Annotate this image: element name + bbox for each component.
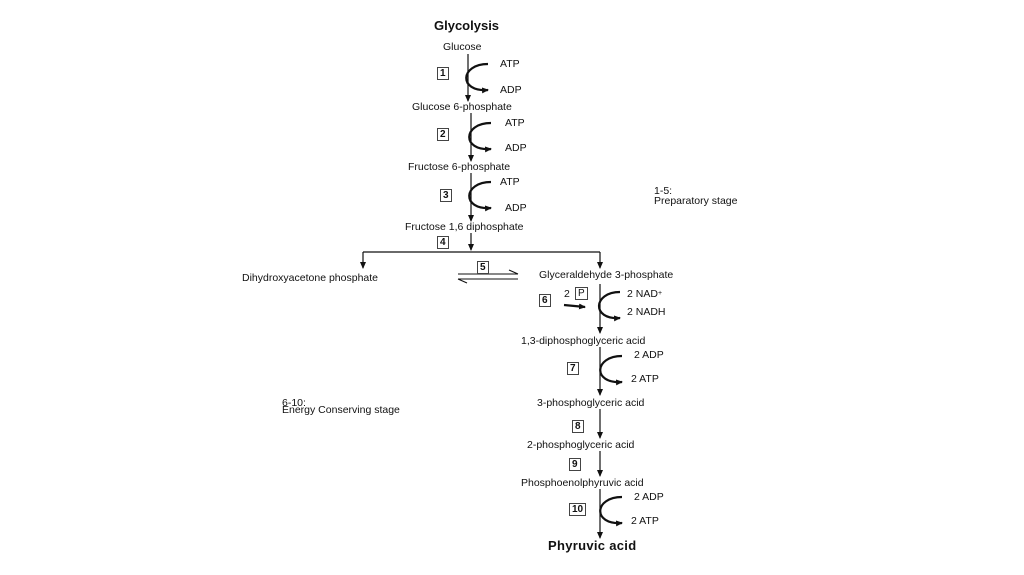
- metabolite-fructose-6-phosphate: Fructose 6-phosphate: [408, 161, 511, 173]
- step-label-5: 5: [477, 261, 489, 274]
- metabolite-dihydroxyacetone-phosphate: Dihydroxyacetone phosphate: [242, 272, 379, 284]
- cofactor-nad-step-6: 2 NAD+: [627, 288, 662, 300]
- cofactor-adp-step-10: 2 ADP: [634, 491, 664, 503]
- stage-preparatory-range: 1-5:: [654, 185, 673, 197]
- cofactor-adp-step-1: ADP: [500, 84, 522, 96]
- cofactor-curve-3: [468, 180, 492, 212]
- step-label-10: 10: [569, 503, 587, 516]
- cofactor-adp-step-7: 2 ADP: [634, 349, 664, 361]
- cofactor-atp-step-3: ATP: [500, 176, 520, 188]
- cofactor-curve-10: [599, 495, 623, 527]
- metabolite-glucose-6-phosphate: Glucose 6-phosphate: [412, 101, 512, 113]
- metabolite-glucose: Glucose: [443, 41, 482, 53]
- step-label-9: 9: [569, 458, 581, 471]
- cofactor-curve-7: [599, 354, 623, 386]
- step-label-1: 1: [437, 67, 449, 80]
- cofactor-nad-text: 2 NAD: [627, 288, 658, 300]
- metabolite-phosphoenolpyruvic-acid: Phosphoenolphyruvic acid: [521, 477, 644, 489]
- metabolite-1-3-diphosphoglyceric-acid: 1,3-diphosphoglyceric acid: [521, 335, 646, 347]
- cofactor-curve-2: [468, 121, 492, 153]
- step-label-7: 7: [567, 362, 579, 375]
- step-label-8: 8: [572, 420, 584, 433]
- cofactor-atp-step-7: 2 ATP: [631, 373, 659, 385]
- cofactor-curve-6: [597, 290, 621, 322]
- cofactor-adp-step-2: ADP: [505, 142, 527, 154]
- cofactor-nad-superscript: +: [657, 290, 663, 297]
- phosphate-arrow-6: [563, 303, 586, 310]
- step-label-6: 6: [539, 294, 551, 307]
- cofactor-curve-1: [465, 62, 489, 94]
- stage-energy-name: Energy Conserving stage: [282, 404, 400, 416]
- step-label-4: 4: [437, 236, 449, 249]
- cofactor-atp-step-1: ATP: [500, 58, 520, 70]
- phosphate-label-step-6: P: [575, 287, 588, 300]
- phosphate-coefficient-step-6: 2: [564, 288, 570, 300]
- metabolite-fructose-1-6-diphosphate: Fructose 1,6 diphosphate: [405, 221, 524, 233]
- metabolite-2-phosphoglyceric-acid: 2-phosphoglyceric acid: [527, 439, 635, 451]
- diagram-title: Glycolysis: [434, 18, 500, 33]
- cofactor-adp-step-3: ADP: [505, 202, 527, 214]
- stage-energy-range: 6-10:: [282, 397, 306, 409]
- step-label-2: 2: [437, 128, 449, 141]
- metabolite-3-phosphoglyceric-acid: 3-phosphoglyceric acid: [537, 397, 645, 409]
- cofactor-atp-step-10: 2 ATP: [631, 515, 659, 527]
- step-label-3: 3: [440, 189, 452, 202]
- cofactor-nadh-step-6: 2 NADH: [627, 306, 666, 318]
- stage-preparatory-name: Preparatory stage: [654, 195, 738, 207]
- cofactor-atp-step-2: ATP: [505, 117, 525, 129]
- metabolite-glyceraldehyde-3-phosphate: Glyceraldehyde 3-phosphate: [539, 269, 674, 281]
- metabolite-pyruvic-acid: Phyruvic acid: [548, 538, 637, 553]
